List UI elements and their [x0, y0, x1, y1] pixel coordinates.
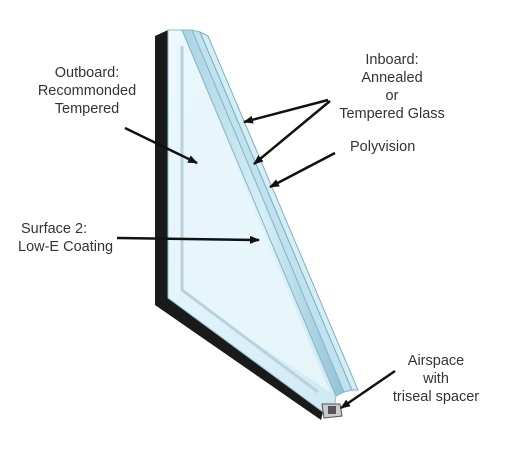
- label-airspace-line2: with: [423, 371, 449, 387]
- label-polyvision-line1: Polyvision: [350, 139, 416, 155]
- label-surface2-line1: Surface 2:: [21, 221, 88, 237]
- label-outboard-line3: Tempered: [54, 101, 120, 117]
- arrow-surface2: [116, 235, 260, 244]
- label-inboard-line1: Inboard:: [365, 52, 419, 68]
- arrow-inboard-2: [253, 100, 331, 165]
- label-polyvision: Polyvision: [350, 138, 415, 156]
- pane-face: [176, 40, 330, 392]
- label-inboard-line4: Tempered Glass: [339, 106, 445, 122]
- pane-border: [180, 46, 319, 394]
- label-outboard-line1: Outboard:: [54, 65, 120, 81]
- arrow-polyvision: [269, 151, 336, 189]
- arrow-outboard: [124, 126, 198, 165]
- spacer-frame: [155, 30, 323, 420]
- label-outboard: Outboard: Recommonded Tempered: [22, 64, 152, 118]
- inboard-outer-edge: [199, 30, 359, 391]
- label-surface2: Surface 2: Low-E Coating: [18, 220, 113, 256]
- label-airspace-line3: triseal spacer: [392, 389, 480, 405]
- arrow-inboard-1: [243, 98, 329, 124]
- label-surface2-line2: Low-E Coating: [18, 239, 114, 255]
- arrow-airspace: [340, 369, 396, 410]
- spacer-core: [328, 406, 336, 414]
- label-outboard-line2: Recommonded: [37, 83, 137, 99]
- label-inboard: Inboard: Annealed or Tempered Glass: [328, 51, 456, 123]
- label-airspace-line1: Airspace: [407, 353, 465, 369]
- label-inboard-line2: Annealed: [361, 70, 423, 86]
- label-airspace: Airspace with triseal spacer: [372, 352, 500, 406]
- label-inboard-line3: or: [385, 88, 399, 104]
